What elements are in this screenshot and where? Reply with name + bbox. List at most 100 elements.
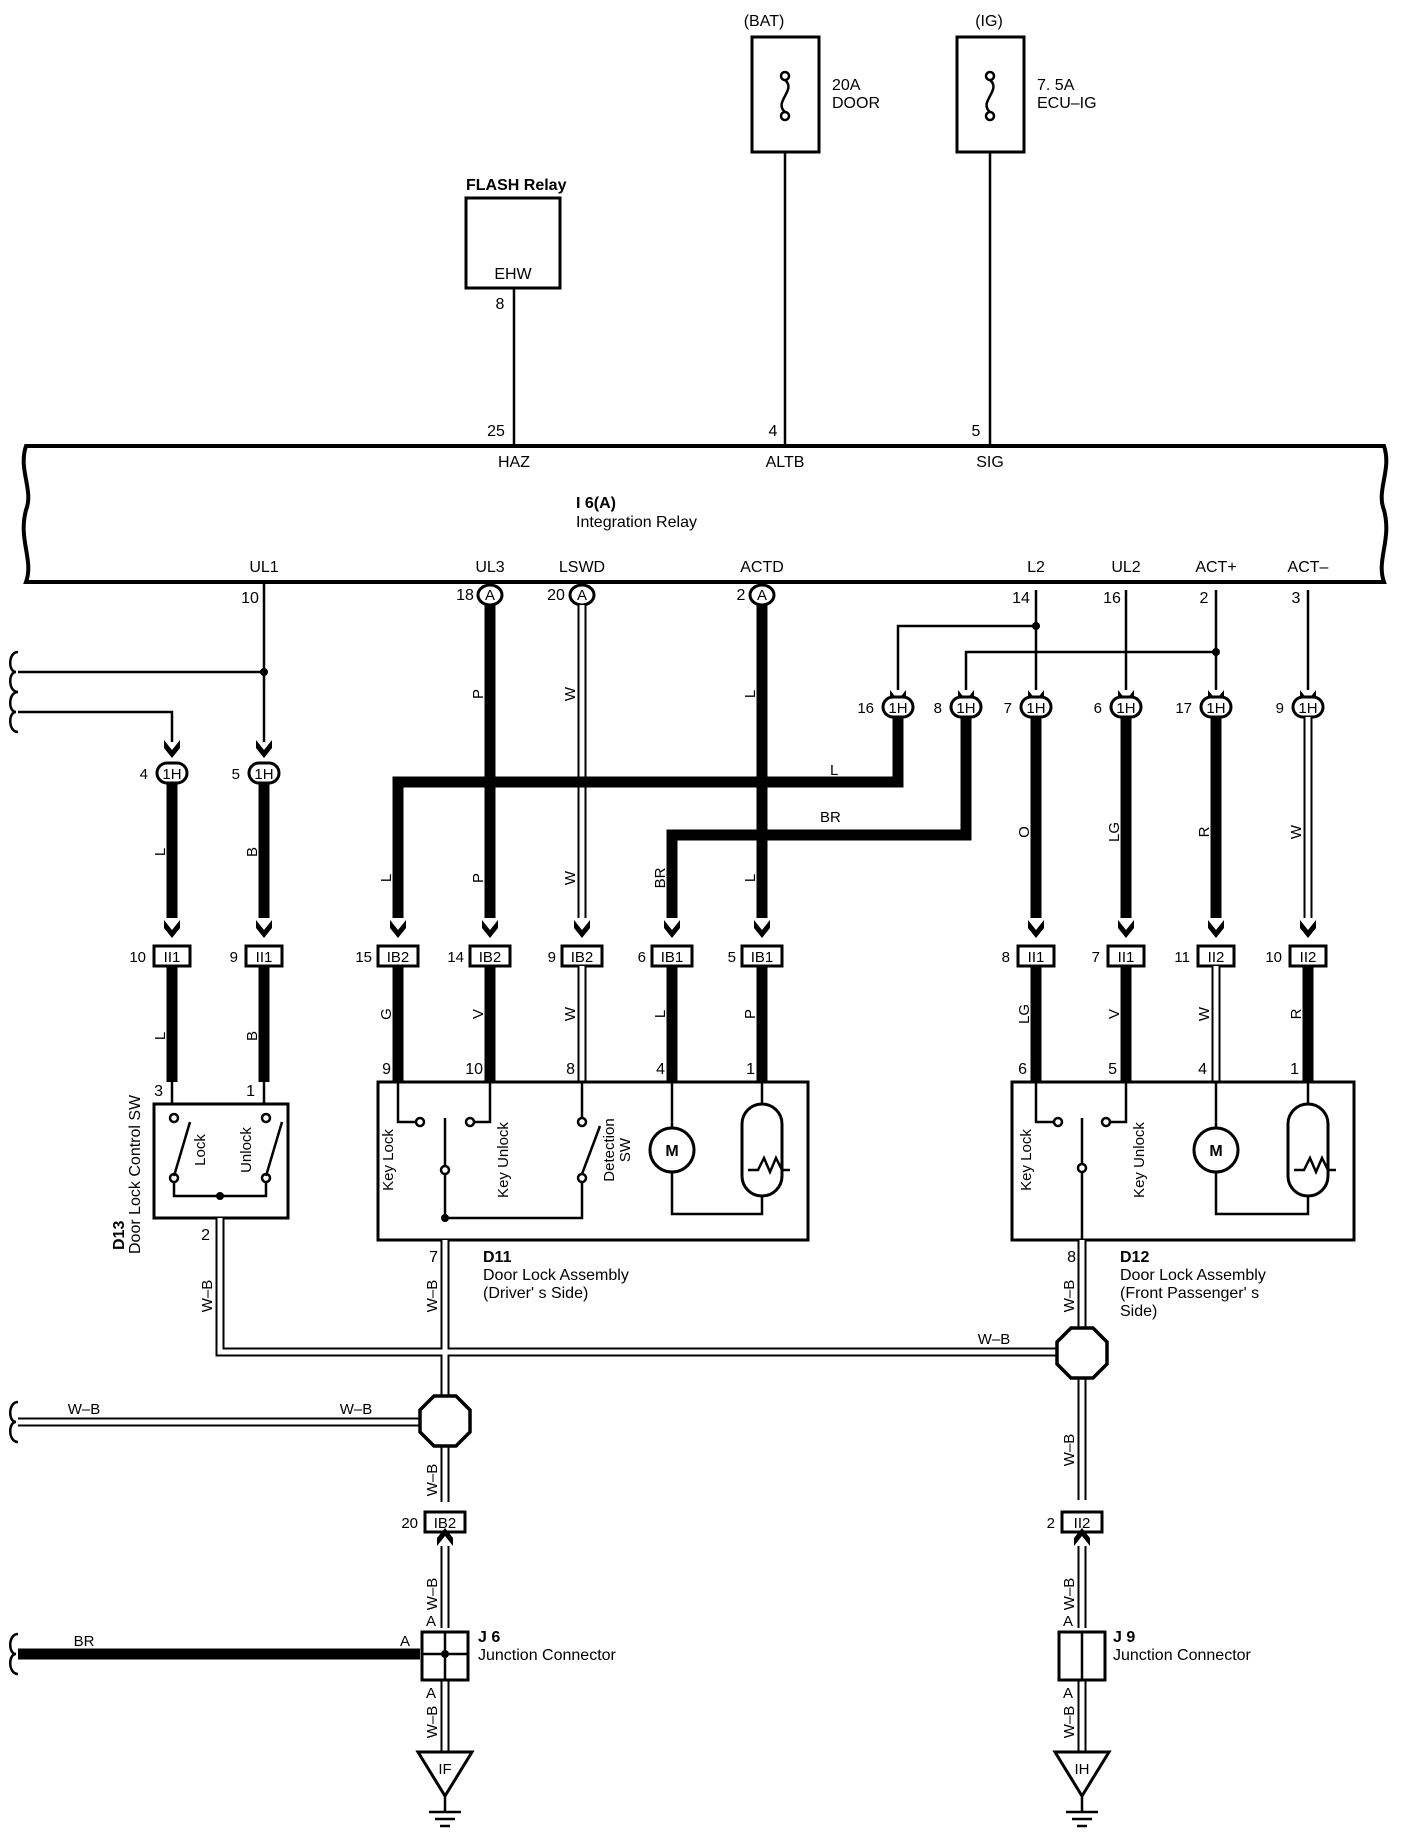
wire-color: L (152, 1032, 169, 1040)
connector-pin: 9 (230, 949, 238, 966)
d12-pin: 8 (1067, 1249, 1076, 1266)
connector-pin: 7 (1092, 949, 1100, 966)
connector-pin: 14 (447, 949, 464, 966)
d12-key-lock-label: Key Lock (1018, 1129, 1035, 1191)
d11-key-unlock-label: Key Unlock (495, 1122, 512, 1198)
wire-color: O (1016, 826, 1033, 838)
relay-pin-label: ACT– (1288, 559, 1329, 576)
relay-pin-num: 20 (547, 587, 565, 604)
wire-color: W–B (1061, 1578, 1078, 1611)
d11-door-lock-assembly: 9 10 8 4 1 M Key Lock Key Unlock Detecti… (376, 1061, 810, 1302)
d12-motor-label: M (1209, 1143, 1222, 1160)
wire-color: BR (652, 867, 669, 888)
conn-a: A (757, 587, 767, 604)
d11-side: (Driver' s Side) (483, 1285, 588, 1302)
wire-color: W–B (199, 1280, 216, 1313)
ground-ih: IH (1052, 1750, 1112, 1828)
d11-name: Door Lock Assembly (483, 1267, 629, 1284)
wire-color: G (378, 1008, 395, 1020)
d11-sw-label: SW (617, 1137, 634, 1162)
relay-pin-label: ACTD (740, 559, 784, 576)
wire-color: LG (1106, 822, 1123, 842)
integration-relay: I 6(A) Integration Relay 25 HAZ 4 ALTB 5… (21, 423, 1389, 584)
ground-if: IF (415, 1750, 475, 1828)
integration-relay-id: I 6(A) (576, 495, 616, 512)
j1h-pin: 8 (934, 700, 942, 717)
relay-pin-label: ACT+ (1195, 559, 1236, 576)
relay-pin-label: UL1 (249, 559, 278, 576)
j1h-label: 1H (1026, 700, 1045, 717)
fuse-ig-source: (IG) (975, 13, 1003, 30)
j1h-pin: 5 (232, 766, 240, 783)
connector-label: IB2 (434, 1515, 457, 1532)
connector-label: II2 (1074, 1515, 1091, 1532)
d12-side: Side) (1120, 1303, 1157, 1320)
d11-pin: 9 (382, 1061, 391, 1078)
d13-name: Door Lock Control SW (127, 1094, 144, 1254)
d13-id: D13 (111, 1221, 128, 1250)
wire-color: W (562, 1006, 579, 1021)
wire-color: P (470, 689, 487, 699)
wire-color: W–B (424, 1578, 441, 1611)
d12-id: D12 (1120, 1249, 1149, 1266)
wire-color: W–B (424, 1706, 441, 1739)
relay-pin-label: ALTB (766, 454, 805, 471)
relay-pin-num: 2 (1200, 590, 1209, 607)
j1h-label: 1H (162, 766, 181, 783)
d13-unlock-label: Unlock (238, 1127, 255, 1173)
flash-relay-title: FLASH Relay (466, 177, 567, 194)
connector-pin: 6 (638, 949, 646, 966)
connector-pin: 9 (548, 949, 556, 966)
connector-label: II2 (1300, 949, 1317, 966)
connector-pin: 5 (728, 949, 736, 966)
relay-pin-num: 2 (737, 587, 746, 604)
relay-pin-num: 18 (456, 587, 474, 604)
splice-point (418, 1394, 472, 1448)
connector-pin: 20 (401, 1515, 418, 1532)
connector-pin: 8 (1002, 949, 1010, 966)
fuse-door-amp: 20A (832, 77, 861, 94)
wire-color: W (1196, 1006, 1213, 1021)
connector-label: II1 (256, 949, 273, 966)
wire-color: V (470, 1009, 487, 1019)
ground-label: IF (438, 1761, 451, 1778)
d12-pin: 4 (1198, 1061, 1207, 1078)
j1h-pin: 17 (1175, 700, 1192, 717)
j1h-pin: 16 (857, 700, 874, 717)
wire-color: W–B (1061, 1706, 1078, 1739)
connector-label: IB2 (479, 949, 502, 966)
d12-side: (Front Passenger' s (1120, 1285, 1259, 1302)
pin-a: A (1063, 1685, 1073, 1702)
wire-color: L (652, 1010, 669, 1018)
connector-pin: 10 (129, 949, 146, 966)
d11-pin: 1 (746, 1061, 755, 1078)
j9-id: J 9 (1113, 1629, 1135, 1646)
connector-pin: 11 (1174, 949, 1190, 966)
connector-label: II1 (1118, 949, 1135, 966)
relay-pin-label: SIG (976, 454, 1004, 471)
d13-door-lock-control-sw: 3 1 Lock Unlock D13 Door Lock Control SW… (111, 1082, 290, 1254)
pin-a: A (426, 1613, 436, 1630)
d12-pin: 6 (1018, 1061, 1027, 1078)
relay-pin-label: L2 (1027, 559, 1045, 576)
wire-color: P (470, 873, 487, 883)
fuse-ig-amp: 7. 5A (1037, 77, 1075, 94)
wire-color: BR (74, 1633, 95, 1650)
connector-pin: 2 (1047, 1515, 1055, 1532)
wire-color: L (152, 848, 169, 856)
d13-pin: 1 (246, 1083, 255, 1100)
j6-id: J 6 (478, 1629, 500, 1646)
j1h-label: 1H (888, 700, 907, 717)
connector-label: IB1 (661, 949, 684, 966)
connector-pin: 15 (355, 949, 372, 966)
wire-color: W–B (68, 1401, 101, 1418)
d12-pin: 1 (1290, 1061, 1299, 1078)
connector-label: IB2 (571, 949, 594, 966)
j1h-label: 1H (956, 700, 975, 717)
relay-pin-label: HAZ (498, 454, 530, 471)
d11-motor-label: M (665, 1143, 678, 1160)
wire-color: W–B (1061, 1434, 1078, 1467)
j6-name: Junction Connector (478, 1647, 617, 1664)
